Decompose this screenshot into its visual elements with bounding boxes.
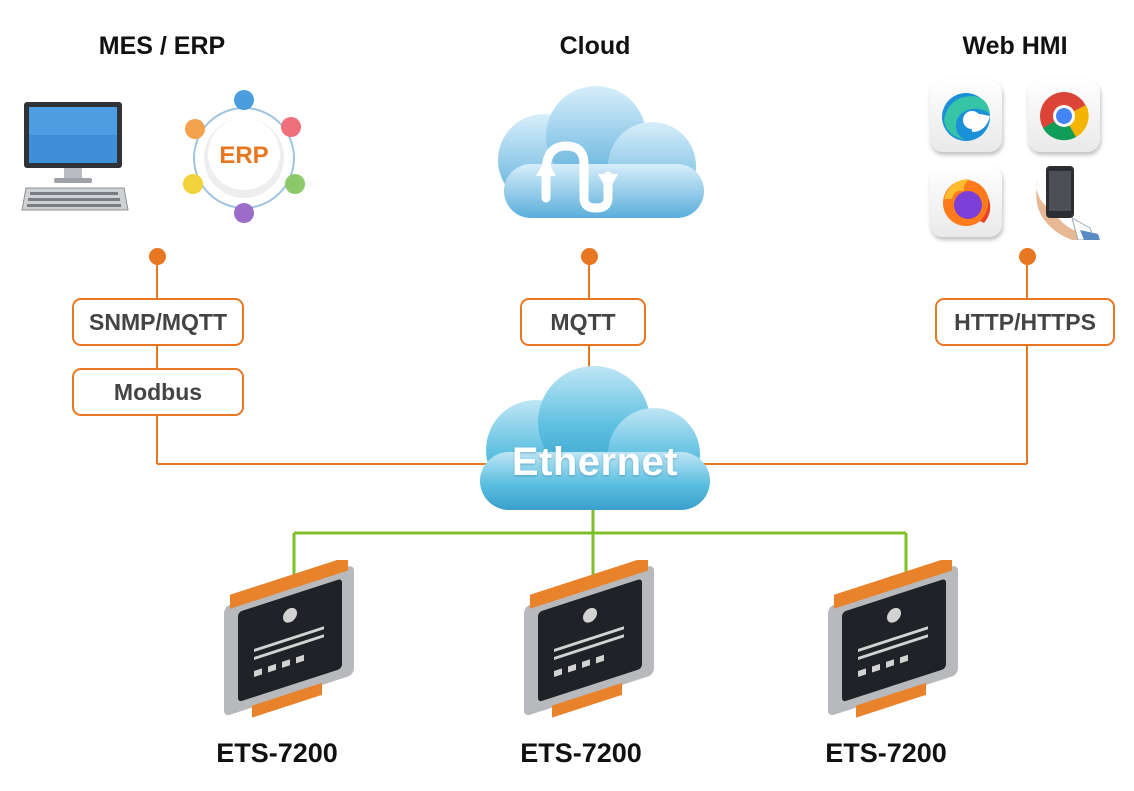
mes-erp-title: MES / ERP: [98, 32, 226, 60]
ethernet-label: Ethernet: [511, 440, 679, 484]
web-hmi-title: Web HMI: [962, 32, 1068, 60]
cloud-icon: [498, 86, 704, 218]
http-https-box: HTTP/HTTPS: [935, 298, 1115, 346]
device-2-label: ETS-7200: [520, 738, 642, 768]
ethernet-cloud-shape: [480, 366, 710, 510]
edge-icon: [930, 80, 1002, 152]
snmp-mqtt-box: SNMP/MQTT: [72, 298, 244, 346]
chrome-icon: [1028, 80, 1100, 152]
device-1-label: ETS-7200: [216, 738, 338, 768]
firefox-icon: [930, 165, 1002, 237]
mqtt-box: MQTT: [520, 298, 646, 346]
cloud-title: Cloud: [559, 32, 631, 60]
ets-7200-device-1: [224, 560, 354, 718]
smartphone-icon: [1036, 166, 1100, 240]
modbus-box: Modbus: [72, 368, 244, 416]
ets-7200-device-2: [524, 560, 654, 718]
cloud-connector-dot: [581, 248, 598, 265]
erp-hub-icon: [183, 90, 305, 223]
mes-connector-dot: [149, 248, 166, 265]
ets-7200-device-3: [828, 560, 958, 718]
device-3-label: ETS-7200: [825, 738, 947, 768]
computer-icon: [21, 102, 129, 211]
erp-badge-label: ERP: [219, 142, 269, 169]
hmi-connector-dot: [1019, 248, 1036, 265]
